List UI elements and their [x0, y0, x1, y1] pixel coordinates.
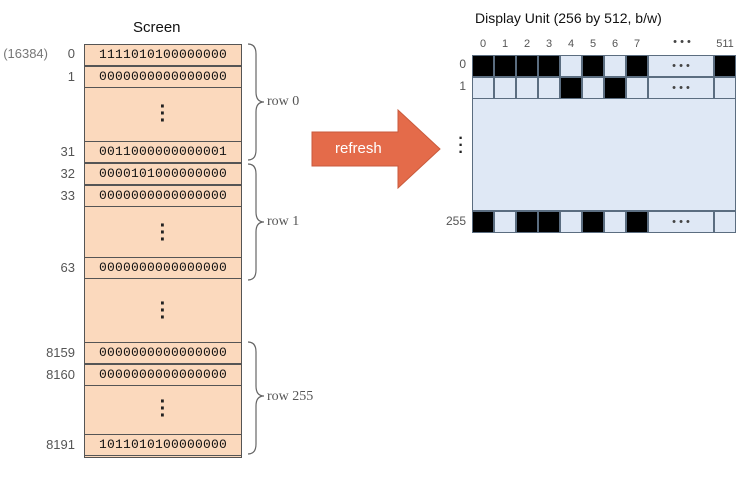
pixel-off: [626, 77, 648, 99]
column-label: 7: [633, 38, 641, 50]
address-label: 0: [67, 46, 75, 61]
vertical-ellipsis: ···: [159, 391, 167, 427]
pixel-on: [516, 211, 538, 233]
column-label: 6: [611, 38, 619, 50]
pixel-off: [472, 77, 494, 99]
memory-word: 1011010100000000: [84, 434, 242, 456]
pixel-off: [560, 55, 582, 77]
pixel-off: [604, 55, 626, 77]
column-label: 1: [501, 38, 509, 50]
display-row-label: 0: [459, 57, 466, 71]
column-label: 5: [589, 38, 597, 50]
display-row-label: 255: [445, 214, 466, 228]
display-title: Display Unit (256 by 512, b/w): [475, 10, 662, 26]
column-label: 511: [716, 38, 734, 50]
memory-word: 0000000000000000: [84, 342, 242, 364]
memory-word: 0000101000000000: [84, 163, 242, 185]
column-label: • • •: [673, 36, 691, 48]
address-label: 8191: [46, 437, 75, 452]
pixel-ellipsis-cell: • • •: [648, 77, 714, 99]
row-0-brace: [247, 43, 265, 161]
display-row-label: 1: [459, 79, 466, 93]
display-area: [472, 98, 736, 211]
column-label: 4: [567, 38, 575, 50]
row-255-brace: [247, 341, 265, 455]
address-label: 32: [60, 166, 75, 181]
pixel-off: [494, 77, 516, 99]
refresh-label: refresh: [335, 140, 382, 157]
pixel-off: [516, 77, 538, 99]
row-label: row 0: [267, 94, 300, 109]
vertical-ellipsis: ···: [458, 130, 464, 161]
refresh-arrow: [311, 108, 441, 190]
vertical-ellipsis: ···: [159, 96, 167, 132]
pixel-on: [626, 55, 648, 77]
pixel-off: [560, 211, 582, 233]
screen-title: Screen: [133, 19, 181, 36]
row-1-brace: [247, 163, 265, 281]
pixel-on: [582, 55, 604, 77]
address-label: 1: [67, 69, 75, 84]
pixel-on: [494, 55, 516, 77]
memory-word: 0000000000000000: [84, 66, 242, 88]
pixel-on: [538, 211, 560, 233]
pixel-off: [494, 211, 516, 233]
column-label: 2: [523, 38, 531, 50]
pixel-on: [472, 211, 494, 233]
pixel-on: [472, 55, 494, 77]
address-label: 8160: [46, 367, 75, 382]
pixel-on: [626, 211, 648, 233]
pixel-ellipsis-cell: • • •: [648, 211, 714, 233]
address-label: 8159: [46, 345, 75, 360]
column-label: 3: [545, 38, 553, 50]
memory-word: 0000000000000000: [84, 257, 242, 279]
address-base-label: (16384): [3, 46, 48, 61]
vertical-ellipsis: ···: [159, 293, 167, 329]
pixel-off: [714, 211, 736, 233]
pixel-off: [604, 211, 626, 233]
pixel-on: [516, 55, 538, 77]
pixel-on: [714, 55, 736, 77]
pixel-off: [714, 77, 736, 99]
pixel-off: [538, 77, 560, 99]
address-label: 31: [60, 144, 75, 159]
row-braces: [247, 43, 265, 455]
vertical-ellipsis: ···: [159, 215, 167, 251]
memory-word: 0000000000000000: [84, 364, 242, 386]
memory-word: 0000000000000000: [84, 185, 242, 207]
pixel-on: [560, 77, 582, 99]
address-label: 63: [60, 260, 75, 275]
pixel-on: [604, 77, 626, 99]
pixel-on: [538, 55, 560, 77]
memory-word: 0011000000000001: [84, 141, 242, 163]
memory-word: 1111010100000000: [84, 44, 242, 66]
address-label: 33: [60, 188, 75, 203]
pixel-off: [582, 77, 604, 99]
screen-memory-map: [84, 44, 242, 458]
pixel-on: [582, 211, 604, 233]
pixel-ellipsis-cell: • • •: [648, 55, 714, 77]
row-label: row 255: [267, 389, 314, 404]
column-label: 0: [479, 38, 487, 50]
row-label: row 1: [267, 214, 300, 229]
